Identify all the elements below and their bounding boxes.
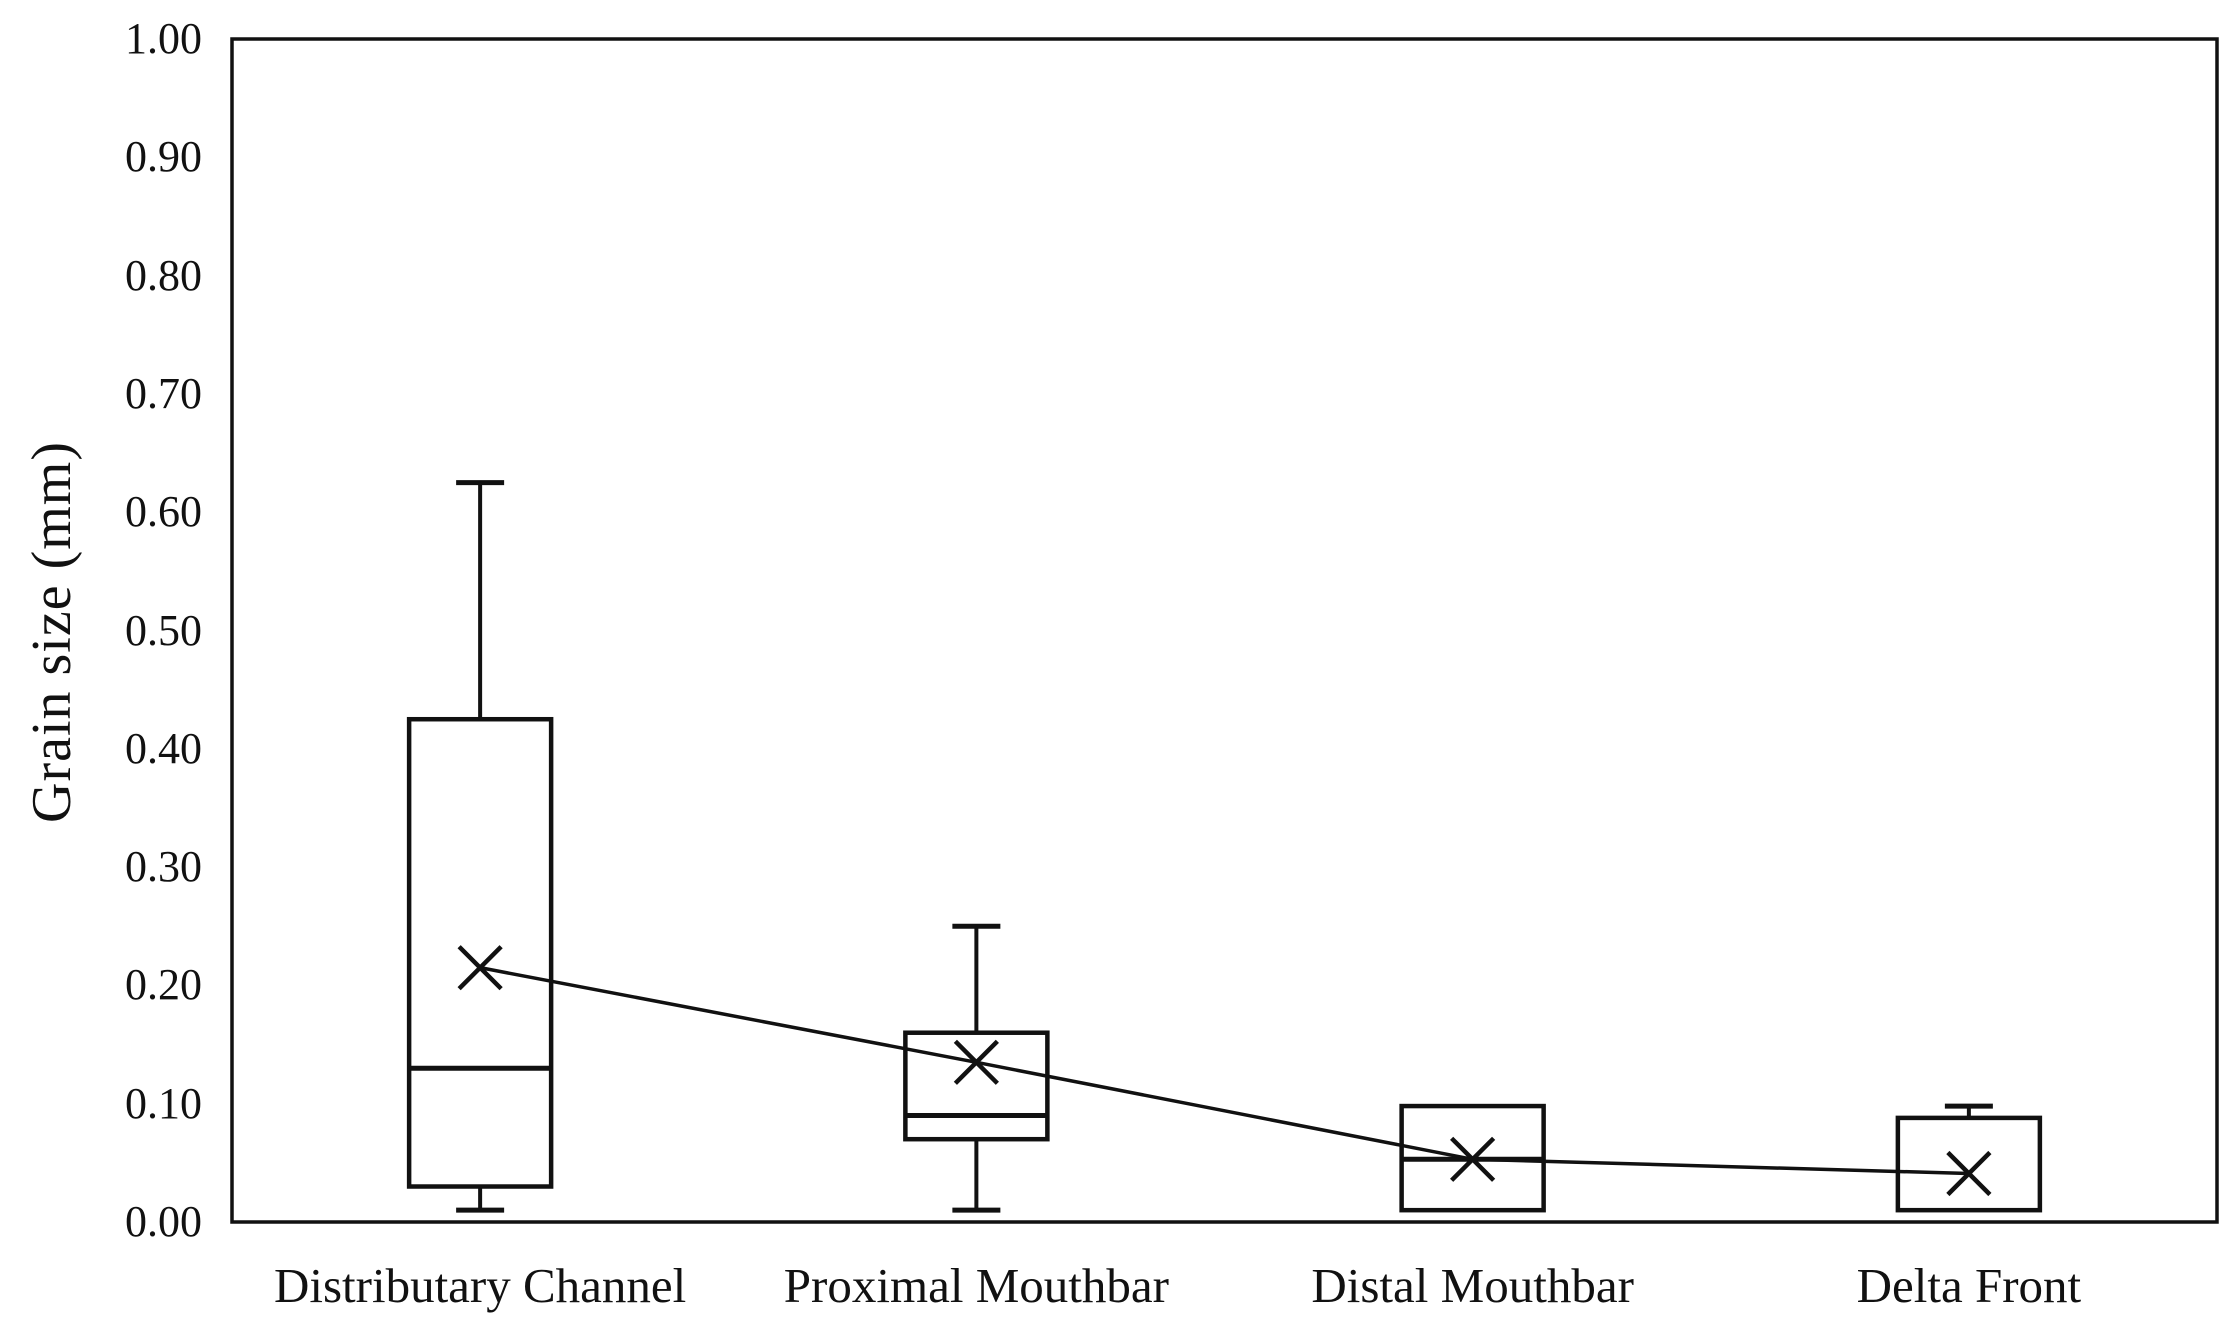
x-category-label-distributary-channel: Distributary Channel	[273, 1258, 687, 1313]
y-tick-label-0.30: 0.30	[125, 842, 202, 892]
y-tick-label-0.60: 0.60	[125, 487, 202, 537]
mean-trend-line	[479, 965, 1969, 1176]
y-tick-label-0.00: 0.00	[125, 1197, 202, 1246]
mean-marker-distributary-channel	[457, 945, 503, 991]
x-category-label-delta-front: Delta Front	[1856, 1258, 2082, 1313]
x-category-label-proximal-mouthbar: Proximal Mouthbar	[783, 1258, 1169, 1313]
y-tick-label-0.90: 0.90	[125, 132, 202, 182]
y-tick-label-0.70: 0.70	[125, 368, 202, 418]
box-rect-proximal-mouthbar	[903, 1030, 1050, 1142]
y-tick-label-0.50: 0.50	[125, 605, 202, 655]
mean-marker-distal-mouthbar	[1450, 1136, 1496, 1182]
box-rect-distributary-channel	[406, 716, 554, 1189]
y-tick-label-0.20: 0.20	[125, 960, 202, 1010]
x-category-label-distal-mouthbar: Distal Mouthbar	[1311, 1258, 1634, 1313]
y-tick-label-0.40: 0.40	[125, 723, 202, 773]
y-tick-label-0.80: 0.80	[125, 250, 202, 300]
mean-marker-proximal-mouthbar	[953, 1039, 999, 1085]
plot-frame	[230, 37, 2219, 1224]
box-rect-delta-front	[1895, 1115, 2043, 1213]
y-tick-label-0.10: 0.10	[125, 1078, 202, 1128]
mean-marker-delta-front	[1946, 1150, 1992, 1197]
y-tick-label-1.00: 1.00	[125, 14, 202, 63]
